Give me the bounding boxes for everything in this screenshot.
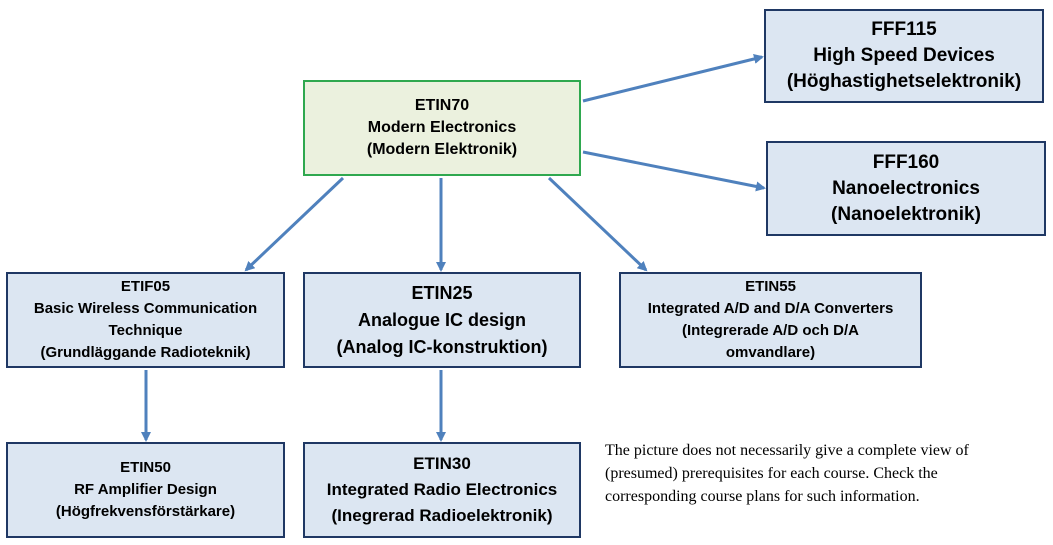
course-name: High Speed Devices [813,45,995,66]
course-code: ETIN25 [411,282,473,303]
course-name: Basic Wireless Communication [33,300,258,317]
course-code: ETIN55 [745,278,796,295]
course-node-fff115: FFF115 High Speed Devices (Höghastighets… [764,9,1044,103]
arrow-etin70-to-etif05 [244,176,345,272]
course-node-etin25: ETIN25 Analogue IC design (Analog IC-kon… [303,272,581,368]
course-name: Modern Electronics [367,119,517,136]
course-code: ETIN70 [414,97,470,114]
course-code: ETIN50 [120,459,171,476]
course-name-swedish: (Inegrerad Radioelektronik) [331,506,553,525]
course-node-fff160: FFF160 Nanoelectronics (Nanoelektronik) [766,141,1046,236]
course-name-swedish: (Grundläggande Radioteknik) [40,344,251,361]
course-name-swedish: (Modern Elektronik) [366,141,518,158]
course-node-etif05: ETIF05 Basic Wireless Communication Tech… [6,272,285,368]
course-name: Nanoelectronics [832,177,980,199]
arrow-etin70-to-fff160 [582,150,766,192]
disclaimer-line: (presumed) prerequisites for each course… [605,465,938,482]
course-name-swedish: (Analog IC-konstruktion) [336,336,548,357]
disclaimer-line: corresponding course plans for such info… [605,488,920,505]
course-code: ETIN30 [413,454,471,473]
arrow-etin70-to-etin55 [547,176,648,272]
course-node-etin70: ETIN70 Modern Electronics (Modern Elektr… [303,80,581,176]
course-node-etin30: ETIN30 Integrated Radio Electronics (Ine… [303,442,581,538]
course-name: RF Amplifier Design [74,481,217,498]
course-code: FFF160 [872,151,940,173]
course-node-etin50: ETIN50 RF Amplifier Design (Högfrekvensf… [6,442,285,538]
course-code: FFF115 [871,19,937,40]
arrow-etin70-to-fff115 [582,54,764,103]
course-code: ETIF05 [120,278,171,295]
course-name: Integrated A/D and D/A Converters [647,300,894,317]
course-name: Analogue IC design [357,309,526,330]
disclaimer-note: The picture does not necessarily give a … [605,439,1050,508]
course-name-swedish: (Högfrekvensförstärkare) [55,503,236,520]
course-name-swedish-continued: omvandlare) [725,344,816,361]
course-name-swedish: (Höghastighetselektronik) [786,71,1022,92]
course-name-swedish: (Nanoelektronik) [831,203,981,225]
course-name: Integrated Radio Electronics [326,480,558,499]
course-name-swedish: (Integrerade A/D och D/A [682,322,859,339]
disclaimer-line: The picture does not necessarily give a … [605,442,969,459]
course-node-etin55: ETIN55 Integrated A/D and D/A Converters… [619,272,922,368]
course-name-continued: Technique [108,322,183,339]
